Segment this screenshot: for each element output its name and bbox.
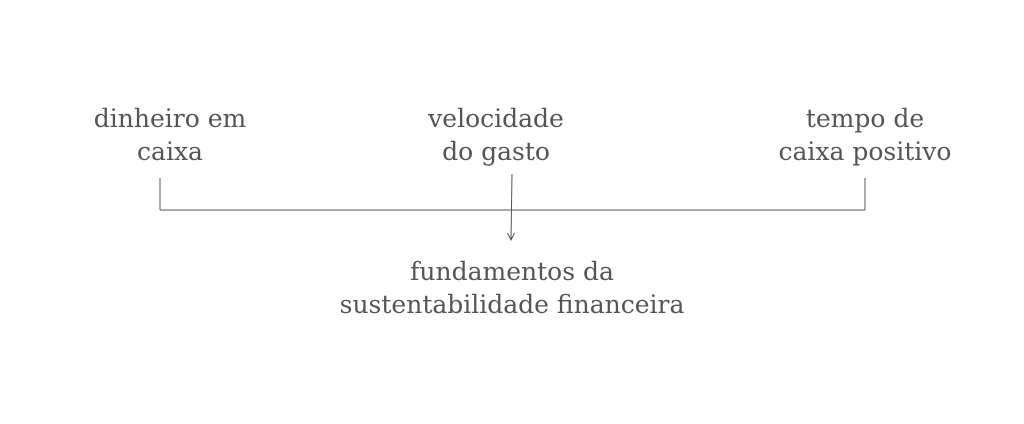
input-label-cash: dinheiro em caixa	[70, 102, 270, 168]
result-label-financial-sustainability: fundamentos da sustentabilidade financei…	[262, 255, 762, 321]
result-label-line2: sustentabilidade financeira	[339, 290, 685, 319]
result-label-line1: fundamentos da	[410, 257, 614, 286]
input-label-cash-line2: caixa	[137, 137, 203, 166]
input-label-positive-cash-time-line2: caixa positivo	[778, 137, 952, 166]
input-label-spending-speed: velocidade do gasto	[400, 102, 592, 168]
input-label-spending-speed-line2: do gasto	[442, 137, 550, 166]
input-label-cash-line1: dinheiro em	[93, 104, 247, 133]
arrow-head-icon	[507, 232, 515, 242]
input-label-positive-cash-time-line1: tempo de	[805, 104, 925, 133]
input-label-positive-cash-time: tempo de caixa positivo	[730, 102, 1000, 168]
input-label-spending-speed-line1: velocidade	[428, 104, 564, 133]
center-arrow-shaft	[510, 173, 513, 241]
